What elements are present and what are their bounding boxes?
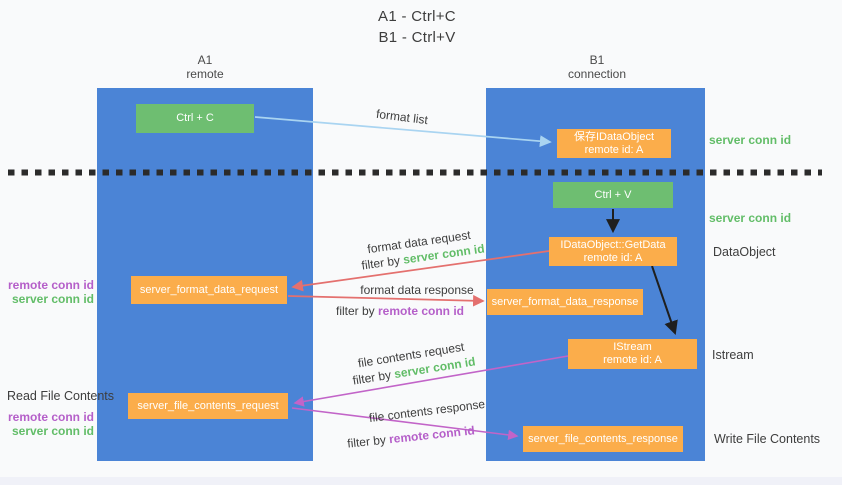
title-line-b1: B1 - Ctrl+V [378, 29, 456, 46]
label-write-file-contents: Write File Contents [714, 432, 821, 446]
node-server-format-data-response: server_format_data_response [487, 289, 643, 315]
label-server-conn-id-2: server conn id [11, 424, 94, 438]
title-line-a1: A1 - Ctrl+C [378, 8, 456, 25]
diagram-title: A1 - Ctrl+C B1 - Ctrl+V [317, 6, 517, 48]
label-server-conn-id-1: server conn id [11, 292, 94, 306]
label-file-contents-response: file contents response [368, 396, 486, 426]
label-dataobject: DataObject [713, 245, 776, 259]
node-ctrl-c: Ctrl + C [136, 104, 254, 133]
label-format-list: format list [375, 106, 429, 128]
column-header-b1: B1 connection [567, 53, 627, 81]
label-server-conn-id-mid: server conn id [709, 211, 792, 225]
label-format-data-response: format data response [360, 283, 474, 297]
label-remote-conn-id-1: remote conn id [7, 278, 94, 292]
footer-band [0, 477, 842, 485]
node-idataobject-getdata: IDataObject::GetData remote id: A [549, 237, 677, 266]
node-ctrl-v: Ctrl + V [553, 182, 673, 208]
node-server-format-data-request: server_format_data_request [131, 276, 287, 304]
node-save-idataobject: 保存IDataObject remote id: A [557, 129, 671, 158]
label-group-conn-ids-2: remote conn id server conn id [0, 410, 94, 438]
label-read-file-contents: Read File Contents [7, 389, 115, 403]
node-server-file-contents-response: server_file_contents_response [523, 426, 683, 452]
node-istream: IStream remote id: A [568, 339, 697, 369]
column-header-a1: A1 remote [186, 53, 224, 81]
node-server-file-contents-request: server_file_contents_request [128, 393, 288, 419]
label-filter-by-remote-conn-id-1: filter by remote conn id [335, 304, 465, 318]
label-group-conn-ids-1: remote conn id server conn id [0, 278, 94, 306]
label-server-conn-id-top: server conn id [709, 133, 792, 147]
label-istream: Istream [712, 348, 754, 362]
label-remote-conn-id-2: remote conn id [7, 410, 94, 424]
label-filter-by-remote-conn-id-2: filter by remote conn id [346, 423, 476, 451]
